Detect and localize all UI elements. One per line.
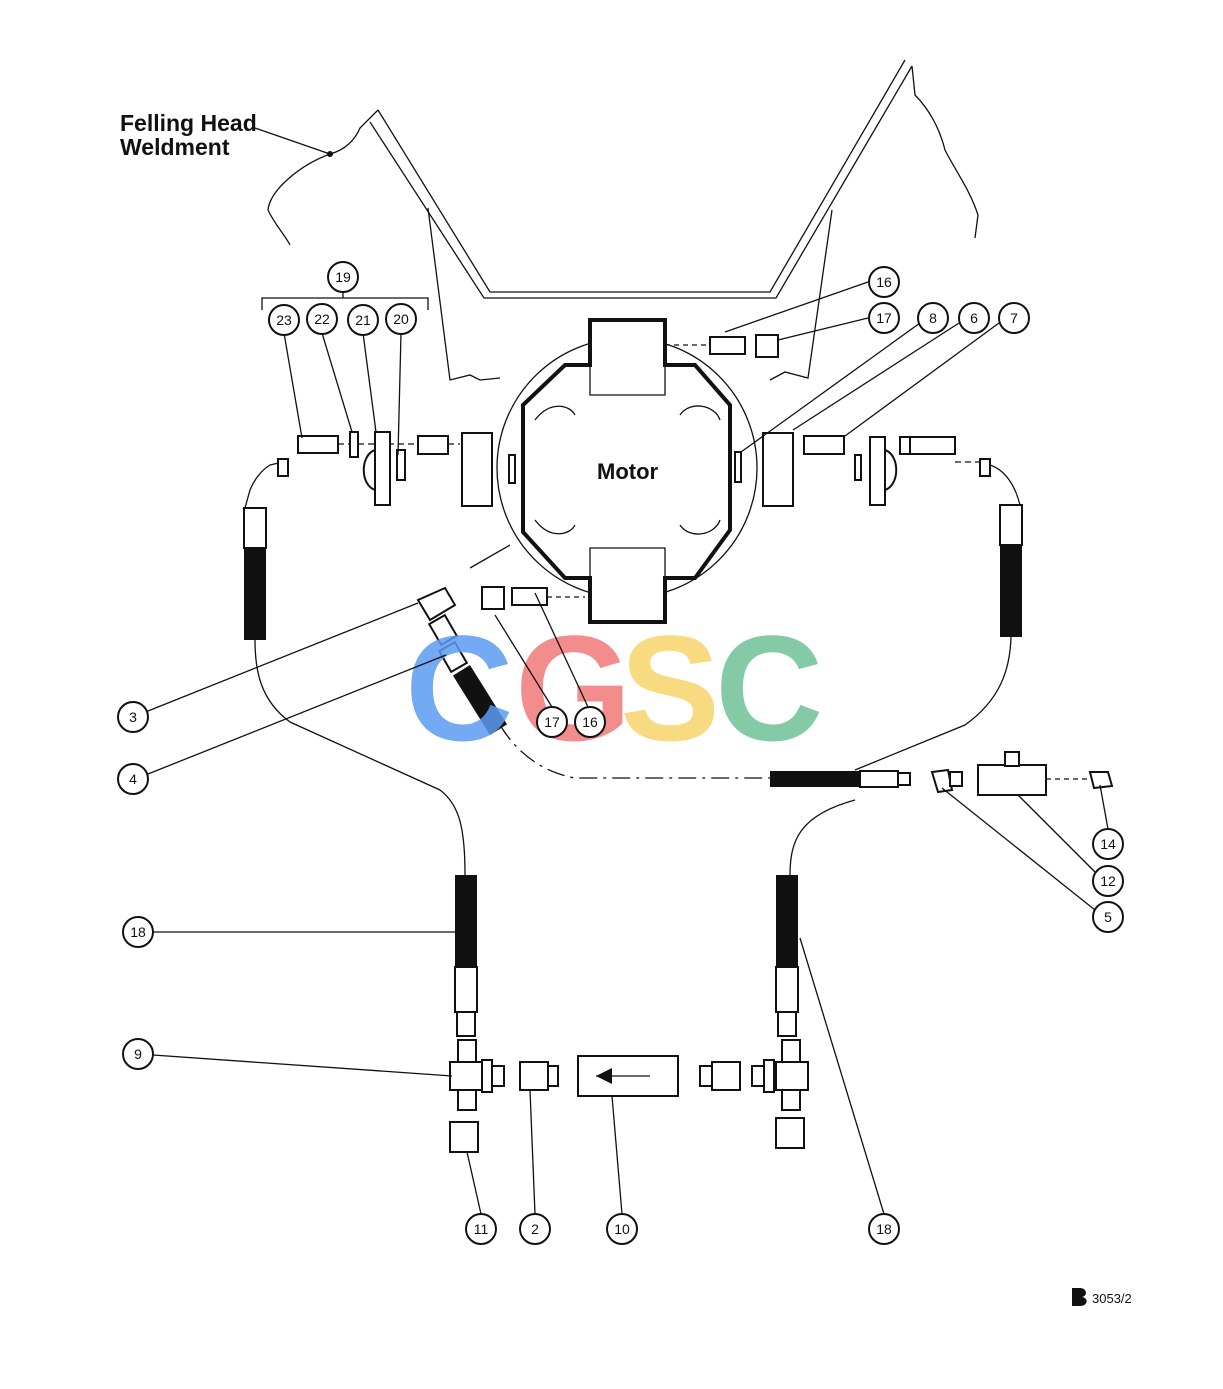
watermark-letter-4: C xyxy=(715,604,823,772)
bolt-23 xyxy=(297,435,339,454)
svg-text:20: 20 xyxy=(393,311,409,327)
svg-text:23: 23 xyxy=(276,312,292,328)
fitting-left xyxy=(417,435,449,455)
svg-text:7: 7 xyxy=(1010,310,1018,326)
right-upper-hose xyxy=(854,504,1023,771)
svg-text:17: 17 xyxy=(544,714,560,730)
callout-21: 21 xyxy=(347,304,379,336)
bolt-right xyxy=(909,436,956,455)
seal-8 xyxy=(734,451,742,483)
callout-17-top: 17 xyxy=(868,302,900,334)
cap-17-bottom xyxy=(481,586,505,610)
callout-19: 19 xyxy=(327,261,359,293)
svg-text:18: 18 xyxy=(130,924,146,940)
washer-22 xyxy=(349,431,359,458)
callout-5: 5 xyxy=(1092,901,1124,933)
callout-6: 6 xyxy=(958,302,990,334)
motor-body xyxy=(521,318,732,624)
svg-text:9: 9 xyxy=(134,1046,142,1062)
washer-right xyxy=(854,454,862,481)
cap-11 xyxy=(449,1121,479,1153)
callout-7: 7 xyxy=(998,302,1030,334)
svg-text:10: 10 xyxy=(614,1221,630,1237)
callout-16-bottom: 16 xyxy=(574,706,606,738)
svg-text:14: 14 xyxy=(1100,836,1116,852)
svg-text:17: 17 xyxy=(876,310,892,326)
motor-label: Motor xyxy=(597,459,659,484)
fitting-14 xyxy=(1088,771,1114,790)
fitting-5 xyxy=(930,768,954,794)
callout-leaders xyxy=(147,281,1109,1215)
fitting-16-top xyxy=(709,336,746,355)
svg-text:3: 3 xyxy=(129,709,137,725)
title-line-2: Weldment xyxy=(120,134,230,160)
callout-20: 20 xyxy=(385,303,417,335)
watermark-letter-3: S xyxy=(620,604,720,772)
lower-hoses xyxy=(454,799,856,1037)
o-ring-20 xyxy=(396,449,406,481)
felling-head-weldment xyxy=(267,59,979,381)
cap-17-top xyxy=(755,334,779,358)
svg-text:16: 16 xyxy=(876,274,892,290)
svg-text:19: 19 xyxy=(335,269,351,285)
watermark-letter-1: C xyxy=(405,604,513,772)
svg-text:2: 2 xyxy=(531,1221,539,1237)
fitting-16-bottom xyxy=(511,587,548,606)
return-hose xyxy=(770,751,1114,796)
callout-3: 3 xyxy=(117,701,149,733)
clamp-21 xyxy=(362,431,391,506)
left-upper-hose xyxy=(243,507,466,876)
callout-11: 11 xyxy=(465,1213,497,1245)
callout-17-bottom: 17 xyxy=(536,706,568,738)
callout-8: 8 xyxy=(917,302,949,334)
block-12 xyxy=(977,764,1047,796)
block-left xyxy=(461,432,493,507)
drawing-reference: 3053/2 xyxy=(1092,1291,1132,1306)
bottom-manifold xyxy=(449,1039,809,1153)
title-line-1: Felling Head xyxy=(120,110,257,136)
svg-text:21: 21 xyxy=(355,312,371,328)
watermark: C G S C xyxy=(405,604,823,772)
motor: Motor xyxy=(496,318,758,624)
callout-4: 4 xyxy=(117,763,149,795)
callout-22: 22 xyxy=(306,303,338,335)
svg-text:4: 4 xyxy=(129,771,137,787)
callout-10: 10 xyxy=(606,1213,638,1245)
brand-logo-icon xyxy=(1072,1288,1087,1306)
svg-text:5: 5 xyxy=(1104,909,1112,925)
elbow-3 xyxy=(416,586,457,622)
callout-18-right: 18 xyxy=(868,1213,900,1245)
fitting-7 xyxy=(803,435,845,455)
svg-text:18: 18 xyxy=(876,1221,892,1237)
svg-text:22: 22 xyxy=(314,311,330,327)
callout-16-top: 16 xyxy=(868,266,900,298)
callout-9: 9 xyxy=(122,1038,154,1070)
left-mount-assembly xyxy=(244,431,516,509)
title-leader xyxy=(254,127,331,155)
block-6 xyxy=(762,432,794,507)
tee-9 xyxy=(449,1061,483,1091)
watermark-letter-2: G xyxy=(515,604,632,772)
svg-text:12: 12 xyxy=(1100,873,1116,889)
svg-text:8: 8 xyxy=(929,310,937,326)
callout-2: 2 xyxy=(519,1213,551,1245)
callout-14: 14 xyxy=(1092,828,1124,860)
top-fittings xyxy=(665,334,779,358)
clamp-right xyxy=(869,436,898,506)
svg-text:16: 16 xyxy=(582,714,598,730)
svg-text:6: 6 xyxy=(970,310,978,326)
seal-left xyxy=(508,454,516,484)
callout-23: 23 xyxy=(268,304,300,336)
svg-text:11: 11 xyxy=(474,1221,489,1237)
adapter-2 xyxy=(519,1061,549,1091)
elbow-hose-3-4 xyxy=(416,544,770,779)
right-mount-assembly xyxy=(734,432,1021,507)
callout-12: 12 xyxy=(1092,865,1124,897)
callout-18-left: 18 xyxy=(122,916,154,948)
